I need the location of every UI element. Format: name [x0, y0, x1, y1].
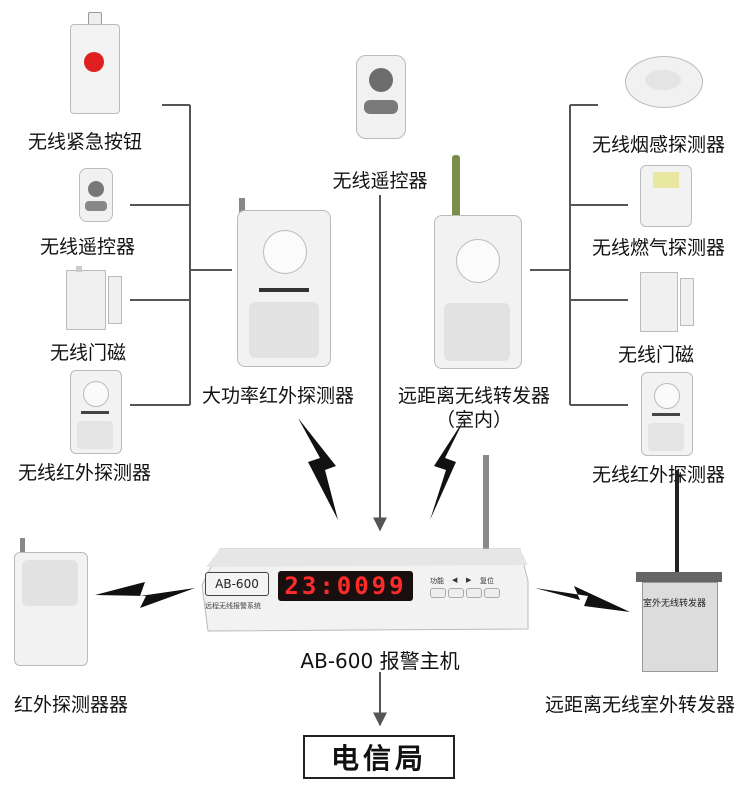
host-function-button[interactable]: [430, 588, 446, 598]
center-repeater-sub: （室内）: [435, 409, 513, 431]
wireless-signal-bolt: [535, 586, 630, 612]
bottom-left-label: 红外探测器器: [14, 694, 129, 716]
right-device-label-4: 无线红外探测器: [592, 464, 726, 486]
smoke-detector-device: [625, 50, 703, 114]
host-left-button[interactable]: [448, 588, 464, 598]
right-bracket: [530, 104, 628, 406]
pir-detector-bottom-device: [12, 538, 88, 666]
center-pir-label: 大功率红外探测器: [201, 385, 355, 407]
outdoor-repeater-device: [636, 572, 722, 672]
high-power-pir-detector: [233, 198, 333, 368]
host-led-display: 23:0099: [278, 571, 413, 601]
left-device-label-2: 无线遥控器: [40, 236, 136, 258]
center-repeater-label: 远距离无线转发器: [397, 385, 551, 407]
outdoor-antenna: [675, 470, 679, 575]
telecom-bureau-label: 电信局: [330, 742, 427, 775]
left-device-label-4: 无线红外探测器: [18, 462, 152, 484]
wireless-signal-bolt: [430, 418, 465, 520]
left-device-label-3: 无线门磁: [50, 342, 127, 364]
bottom-right-label: 远距离无线室外转发器: [545, 694, 736, 716]
wireless-signal-bolt: [95, 582, 195, 608]
gas-detector-device: [640, 165, 692, 227]
red-button-icon: [84, 52, 104, 72]
door-sensor-right-device: [640, 268, 696, 332]
indoor-repeater-device: [432, 155, 522, 370]
host-control-label: ▶: [466, 576, 472, 584]
wireless-signal-bolt: [298, 418, 338, 520]
right-device-label-3: 无线门磁: [618, 344, 695, 366]
left-device-label-1: 无线紧急按钮: [28, 131, 143, 153]
host-reset-button[interactable]: [484, 588, 500, 598]
remote-control-small-device: [79, 168, 113, 222]
host-control-label: 功能: [430, 577, 444, 585]
center-remote-label: 无线遥控器: [332, 170, 428, 192]
left-bracket: [130, 104, 232, 406]
right-device-label-2: 无线燃气探测器: [592, 237, 726, 259]
host-control-label: ◀: [452, 576, 458, 584]
door-sensor-device: [66, 266, 122, 330]
right-device-label-1: 无线烟感探测器: [592, 134, 726, 156]
host-model-tag: AB-600: [205, 572, 269, 596]
host-label: AB-600 报警主机: [300, 649, 460, 673]
telecom-bureau-box: 电信局: [303, 735, 455, 779]
outdoor-box-text: 室外无线转发器: [643, 599, 707, 609]
host-antenna: [483, 455, 489, 550]
pir-detector-small-device: [70, 370, 122, 454]
pir-detector-right-device: [641, 372, 693, 456]
emergency-button-device: [68, 12, 120, 114]
remote-control-device: [356, 55, 406, 139]
host-subtitle: 远程无线报警系统: [205, 602, 261, 610]
host-right-button[interactable]: [466, 588, 482, 598]
host-control-label: 复位: [480, 577, 494, 585]
